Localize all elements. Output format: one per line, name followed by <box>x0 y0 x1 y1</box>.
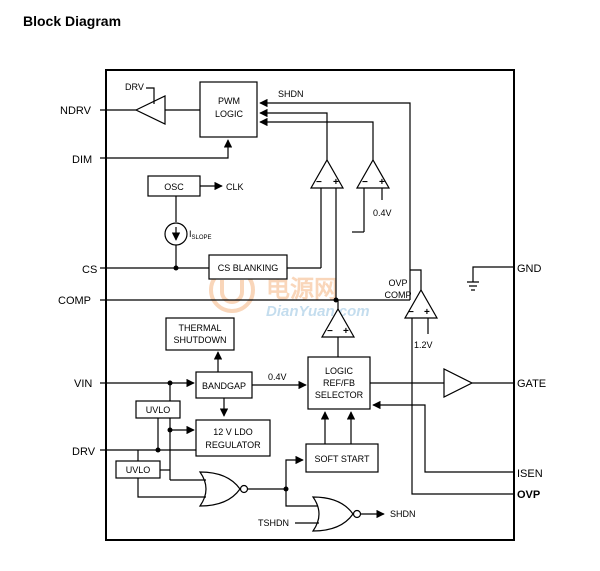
pwm-logic-block <box>199 81 258 138</box>
watermark-en: DianYuan.com <box>266 303 370 320</box>
watermark-cn: 电源网 <box>266 276 338 303</box>
ldo-label-2: REGULATOR <box>205 440 261 450</box>
pwm-logic-label-1: PWM <box>218 96 240 106</box>
clk-label: CLK <box>226 182 244 192</box>
pin-drv: DRV <box>72 446 96 458</box>
v-0-4-comp-label: 0.4V <box>373 208 392 218</box>
shdn-top-label: SHDN <box>278 89 304 99</box>
comp1-plus: + <box>333 177 339 188</box>
soft-start-block <box>305 443 379 473</box>
pwm-logic-label-2: LOGIC <box>215 109 244 119</box>
ldo-regulator-block <box>195 419 271 457</box>
cs-blanking-block <box>208 254 288 280</box>
v-1-2-label: 1.2V <box>414 340 433 350</box>
selector-label-1: LOGIC <box>325 366 354 376</box>
thermal-label-2: SHUTDOWN <box>174 335 227 345</box>
i-slope-label: ISLOPE <box>189 229 212 241</box>
comp3-minus: − <box>327 326 333 337</box>
ovp-comp-label-2: COMP <box>385 290 412 300</box>
comparator-2 <box>355 158 391 189</box>
v-0-4-bandgap-label: 0.4V <box>268 372 287 382</box>
bandgap-label: BANDGAP <box>202 381 246 391</box>
pin-gnd: GND <box>517 263 542 275</box>
cs-blanking-label: CS BLANKING <box>218 263 279 273</box>
logic-selector-block <box>307 356 371 410</box>
diagram-title: Block Diagram <box>23 13 121 29</box>
tshdn-label: TSHDN <box>258 518 289 528</box>
shdn-out-label: SHDN <box>390 509 416 519</box>
nor-gate-2 <box>311 496 354 532</box>
pin-ndrv: NDRV <box>60 105 92 117</box>
pin-isen: ISEN <box>517 468 543 480</box>
ndrv-buffer <box>134 95 166 125</box>
soft-start-label: SOFT START <box>314 454 370 464</box>
pin-gate: GATE <box>517 378 546 390</box>
pin-ovp: OVP <box>517 489 540 501</box>
ovp-minus: − <box>408 307 414 318</box>
thermal-label-1: THERMAL <box>178 323 221 333</box>
ovp-comparator <box>403 288 439 319</box>
gate-driver <box>443 368 474 398</box>
osc-label: OSC <box>164 182 184 192</box>
uvlo-1-label: UVLO <box>146 405 171 415</box>
drv-small-label: DRV <box>125 82 144 92</box>
ovp-plus: + <box>424 307 430 318</box>
ldo-label-1: 12 V LDO <box>213 427 253 437</box>
pin-comp: COMP <box>58 295 91 307</box>
comp2-minus: − <box>362 177 368 188</box>
uvlo-2-label: UVLO <box>126 465 151 475</box>
pin-cs: CS <box>82 264 97 276</box>
nor-gate-1 <box>198 471 241 507</box>
pin-vin: VIN <box>74 378 92 390</box>
thermal-shutdown-block <box>165 317 235 351</box>
chip-outline <box>105 69 515 541</box>
comparator-1 <box>309 158 345 189</box>
pin-dim: DIM <box>72 154 92 166</box>
ovp-comp-label-1: OVP <box>388 278 407 288</box>
comp1-minus: − <box>316 177 322 188</box>
comp2-plus: + <box>379 177 385 188</box>
selector-label-2: REF/FB <box>323 378 355 388</box>
selector-label-3: SELECTOR <box>315 390 364 400</box>
comp3-plus: + <box>343 326 349 337</box>
